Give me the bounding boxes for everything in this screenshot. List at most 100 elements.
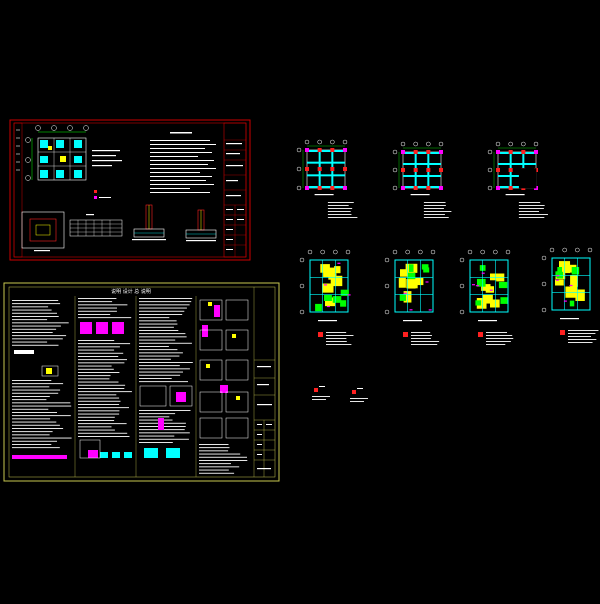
note-line xyxy=(139,333,186,335)
slab-zone xyxy=(490,273,500,281)
note-line xyxy=(139,355,180,357)
note-line xyxy=(78,388,125,389)
note-line xyxy=(78,413,120,415)
note-line xyxy=(12,447,60,449)
footing-section-2[interactable] xyxy=(185,209,217,242)
note-line xyxy=(12,300,59,301)
plan-note xyxy=(327,217,358,218)
column xyxy=(343,167,347,171)
legend-swatch xyxy=(560,330,565,335)
note-line xyxy=(12,389,61,391)
column xyxy=(426,186,431,190)
note-line xyxy=(78,429,115,431)
plan-note xyxy=(486,341,511,342)
slab-zone xyxy=(485,286,495,293)
column-dividers xyxy=(74,287,255,477)
sheet-inner-border xyxy=(13,122,247,258)
column xyxy=(401,168,405,172)
annotation xyxy=(403,292,407,294)
beam xyxy=(307,174,345,177)
floor-plans-area[interactable] xyxy=(296,139,599,402)
foundation-notes xyxy=(92,150,122,167)
slab-zone xyxy=(325,297,336,307)
title-block-text xyxy=(226,143,244,250)
foundation-plan[interactable] xyxy=(25,125,89,181)
floor-plan-large[interactable] xyxy=(384,249,440,345)
notes-column-4 xyxy=(199,444,248,474)
rebar-zone xyxy=(477,278,486,287)
note-line xyxy=(139,314,183,315)
floor-plan-small[interactable] xyxy=(296,139,358,218)
binding-strip xyxy=(13,122,23,258)
plan-note xyxy=(486,335,513,336)
axis-bubble xyxy=(307,249,313,255)
beam xyxy=(403,163,441,165)
note-line xyxy=(139,352,183,354)
note-line xyxy=(12,421,57,423)
plan-note xyxy=(486,332,508,333)
note-line xyxy=(12,428,64,429)
pit-detail[interactable] xyxy=(21,211,65,252)
column xyxy=(305,186,309,190)
column xyxy=(439,186,443,190)
foundation-sheet[interactable] xyxy=(9,119,251,261)
plan-title xyxy=(410,194,430,196)
floor-plan-large[interactable] xyxy=(299,249,354,345)
footing-section-1[interactable] xyxy=(132,204,166,241)
note-line xyxy=(78,346,120,348)
sheet-border xyxy=(3,282,280,482)
note-line xyxy=(139,307,187,309)
note-line xyxy=(12,306,49,308)
floor-plan-large[interactable] xyxy=(541,247,599,343)
plan-note xyxy=(411,341,440,342)
floor-plan-small[interactable] xyxy=(392,141,452,218)
axis-bubble xyxy=(317,139,322,145)
rebar-zone xyxy=(421,264,429,270)
floor-plan-large[interactable] xyxy=(459,249,514,345)
plan-title xyxy=(403,320,422,322)
note-line xyxy=(78,310,117,312)
note-line xyxy=(12,325,61,327)
column xyxy=(508,150,513,154)
axis-bubbles xyxy=(25,125,89,181)
annotation xyxy=(326,305,330,308)
beam xyxy=(498,152,536,154)
column xyxy=(401,150,405,154)
plan-note xyxy=(326,341,347,342)
annotation xyxy=(489,289,493,291)
note-line xyxy=(78,394,117,396)
axis-bubble xyxy=(384,309,390,315)
legend-item xyxy=(350,388,368,402)
column xyxy=(330,186,335,190)
plan-note xyxy=(518,208,544,209)
note-line xyxy=(12,322,69,324)
slab-zone xyxy=(565,286,578,298)
slab-zone xyxy=(407,282,416,289)
plan-outline xyxy=(551,257,591,311)
note-line xyxy=(12,434,50,436)
floor-plan-small[interactable] xyxy=(487,141,548,218)
note-line xyxy=(139,301,192,303)
plan-outline xyxy=(306,149,346,189)
legend-item xyxy=(312,386,330,400)
plan-outline xyxy=(469,259,509,313)
note-line xyxy=(139,304,190,306)
annotation xyxy=(425,281,429,283)
title-block xyxy=(254,359,275,477)
axis-bubble xyxy=(304,139,310,145)
rebar-zone xyxy=(571,267,580,275)
footing-schedule-table[interactable] xyxy=(69,214,123,237)
axis-grid xyxy=(31,131,86,180)
note-line xyxy=(199,447,230,449)
note-line xyxy=(139,310,185,312)
general-notes-sheet[interactable]: 说明 设计 总 说明 xyxy=(3,282,280,482)
axis-bubble xyxy=(505,249,511,255)
axis-bubble xyxy=(562,247,567,253)
note-line xyxy=(139,320,177,322)
annotation xyxy=(569,284,573,287)
plan-title xyxy=(505,194,525,196)
plan-note xyxy=(486,344,506,345)
axis-bubble xyxy=(459,257,465,263)
axis-bubble xyxy=(392,249,398,255)
